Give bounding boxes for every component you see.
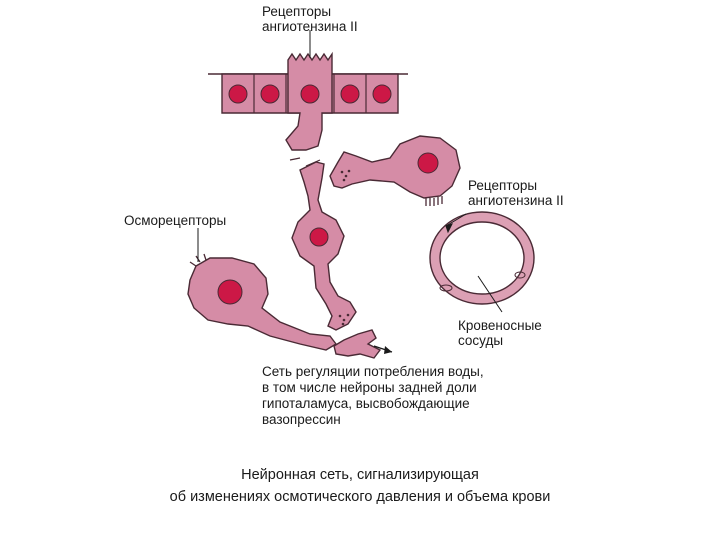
output-neuron bbox=[333, 329, 382, 359]
epithelium-layer bbox=[208, 51, 408, 151]
nucleus bbox=[309, 227, 329, 247]
label-line: Осморецепторы bbox=[124, 213, 227, 228]
nucleus bbox=[300, 84, 320, 104]
label-line: вазопрессин bbox=[262, 412, 341, 427]
osmoreceptor-neuron bbox=[187, 257, 338, 351]
figure-caption: Нейронная сеть, сигнализирующая об измен… bbox=[0, 464, 720, 508]
vesicles bbox=[338, 313, 350, 326]
label-line: в том числе нейроны задней доли bbox=[262, 380, 477, 395]
vesicles bbox=[340, 169, 351, 182]
nucleus bbox=[417, 152, 439, 174]
central-neuron bbox=[291, 161, 357, 331]
nucleus bbox=[228, 84, 248, 104]
label-line: Сеть регуляции потребления воды, bbox=[262, 364, 484, 379]
label-line: Рецепторы bbox=[262, 4, 332, 19]
nucleus bbox=[340, 84, 360, 104]
caption-line: Нейронная сеть, сигнализирующая bbox=[241, 467, 479, 483]
label-line: Рецепторы bbox=[468, 178, 538, 193]
receptor-spines bbox=[425, 196, 443, 206]
label-right-receptors: Рецепторы ангиотензина II bbox=[468, 178, 564, 208]
label-line: сосуды bbox=[458, 333, 504, 348]
label-line: ангиотензина II bbox=[468, 193, 564, 208]
leader-lines bbox=[197, 30, 503, 313]
nucleus bbox=[372, 84, 392, 104]
caption-line: об изменениях осмотического давления и о… bbox=[169, 489, 551, 505]
label-line: ангиотензина II bbox=[262, 19, 358, 34]
nucleus bbox=[260, 84, 280, 104]
blood-vessel bbox=[429, 211, 535, 305]
label-osmoreceptors: Осморецепторы bbox=[124, 213, 226, 228]
label-line: Кровеносные bbox=[458, 318, 542, 333]
label-network: Сеть регуляции потребления воды, в том ч… bbox=[262, 364, 484, 428]
label-top-receptors: Рецепторы ангиотензина II bbox=[262, 4, 358, 34]
angiotensin-receptor-neuron-right bbox=[329, 135, 461, 199]
label-blood-vessels: Кровеносные сосуды bbox=[458, 318, 542, 348]
nucleus bbox=[217, 279, 243, 305]
label-line: гипоталамуса, высвобождающие bbox=[262, 396, 470, 411]
